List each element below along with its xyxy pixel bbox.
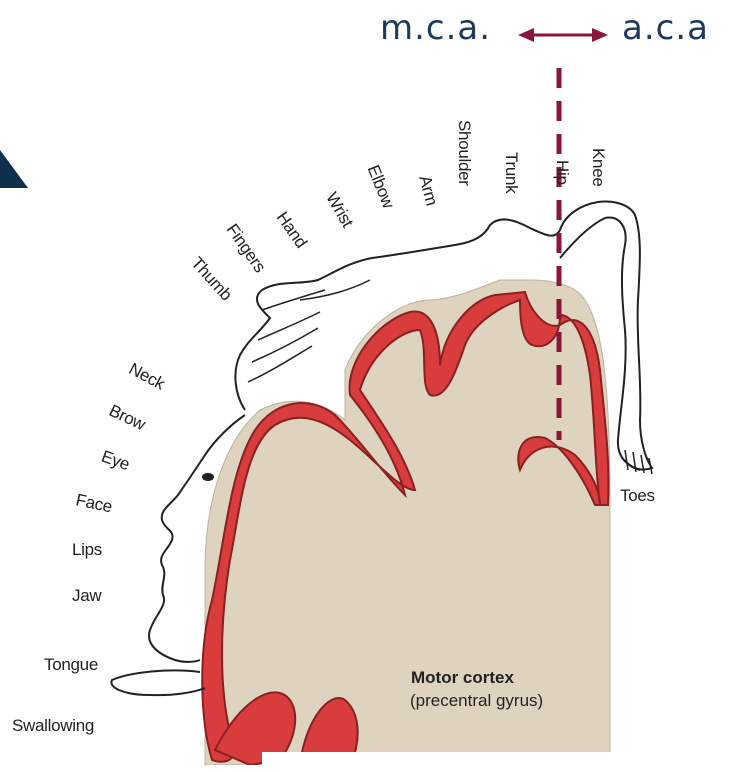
aca-label: a.c.a [622, 8, 709, 48]
label-jaw: Jaw [72, 586, 101, 606]
double-arrow-icon [518, 28, 608, 42]
homunculus-tongue [111, 670, 205, 695]
cortex-subtitle: (precentral gyrus) [410, 691, 543, 711]
label-tongue: Tongue [44, 655, 98, 675]
label-lips: Lips [72, 540, 102, 560]
mca-label: m.c.a. [380, 8, 491, 48]
white-matter-region [205, 280, 610, 765]
navigation-triangle-icon [0, 150, 28, 188]
label-trunk: Trunk [501, 152, 521, 193]
label-toes: Toes [620, 486, 655, 506]
cortex-title: Motor cortex [411, 668, 514, 688]
label-shoulder: Shoulder [454, 120, 474, 186]
label-swallowing: Swallowing [12, 716, 94, 736]
label-knee: Knee [588, 148, 608, 187]
label-hip: Hip [552, 160, 572, 185]
blank-overlay [262, 752, 622, 772]
homunculus-eye [202, 473, 214, 481]
